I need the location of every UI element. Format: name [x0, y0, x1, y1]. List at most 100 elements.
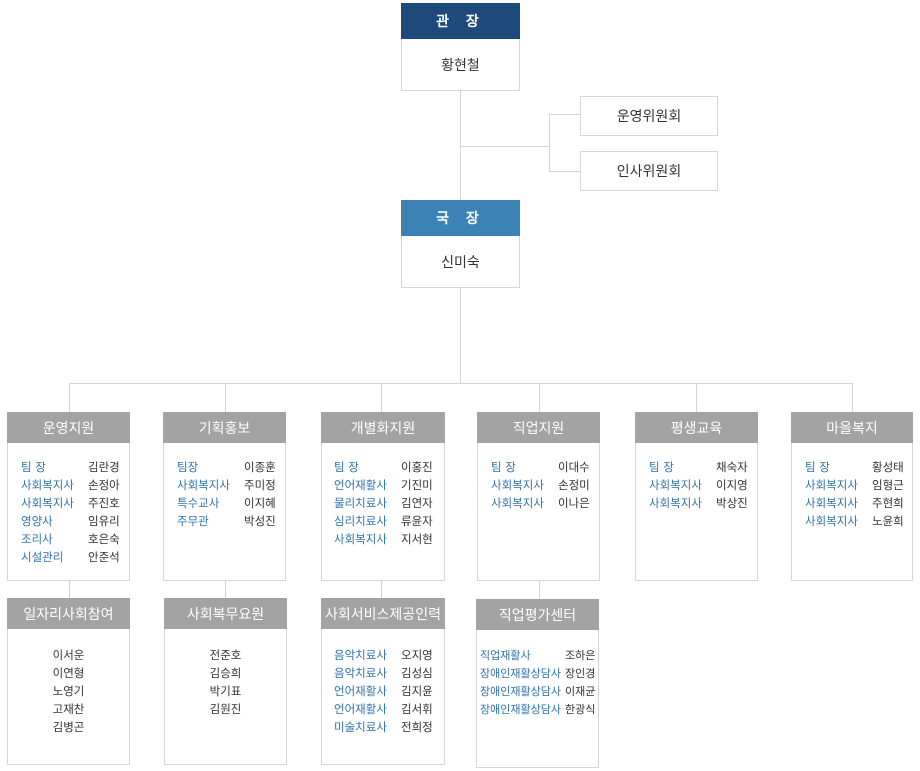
member-name: 노영기	[52, 684, 85, 698]
member-role: 직업재활사	[480, 649, 531, 662]
member-role: 사회복지사	[21, 496, 74, 510]
member-name: 이대수	[558, 460, 590, 474]
member-name: 노윤희	[872, 514, 904, 528]
member-role: 사회복지사	[805, 478, 858, 492]
member-name: 고재찬	[52, 702, 85, 716]
member-name: 김병곤	[52, 720, 85, 734]
member-name: 호은숙	[88, 532, 120, 546]
member-name: 김성심	[401, 666, 433, 680]
member-name: 이홍진	[401, 460, 433, 474]
connector-line	[381, 383, 382, 413]
member-name: 박기표	[209, 684, 242, 698]
connector-line	[539, 383, 540, 413]
member-role: 사회복지사	[649, 478, 702, 492]
member-name: 손정미	[558, 478, 590, 492]
member-role: 팀 장	[805, 460, 830, 474]
member-name: 한광식	[565, 703, 596, 716]
member-role: 미술치료사	[334, 720, 387, 734]
department-title: 평생교육	[635, 412, 758, 443]
member-name: 김란경	[88, 460, 120, 474]
member-name: 안준석	[88, 550, 120, 564]
member-name: 기진미	[401, 478, 433, 492]
connector-line	[539, 579, 540, 599]
member-name: 이서운	[52, 648, 85, 662]
member-name: 지서현	[401, 532, 433, 546]
connector-line	[549, 114, 580, 115]
member-name: 조하은	[565, 649, 596, 662]
member-role: 언어재활사	[334, 702, 387, 716]
member-name: 주미정	[244, 478, 276, 492]
member-row: 사회복지사 임형근	[805, 476, 910, 494]
member-row: 언어재활사 기진미	[334, 476, 442, 494]
member-name: 김연자	[401, 496, 433, 510]
connector-line	[69, 383, 70, 413]
member-name: 박상진	[716, 496, 748, 510]
member-name: 임형근	[872, 478, 904, 492]
department-title: 운영지원	[7, 412, 130, 443]
member-row: 조리사 호은숙	[21, 530, 127, 548]
member-name: 이나은	[558, 496, 590, 510]
member-role: 음악치료사	[334, 648, 387, 662]
member-role: 언어재활사	[334, 684, 387, 698]
sub-unit-title: 사회서비스제공인력	[321, 598, 445, 629]
sub-unit-title: 일자리사회참여	[7, 598, 130, 629]
connector-line	[225, 383, 226, 413]
member-role: 사회복지사	[21, 478, 74, 492]
member-row: 직업재활사 조하은	[480, 647, 598, 665]
sub-unit-title: 사회복무요원	[164, 598, 287, 629]
committee-personnel: 인사위원회	[580, 151, 718, 191]
member-name: 김승희	[209, 666, 242, 680]
member-name: 이재균	[565, 685, 596, 698]
member-name: 이연형	[52, 666, 85, 680]
member-role: 장애인재활상담사	[480, 685, 561, 698]
member-role: 주무관	[177, 514, 209, 528]
member-name: 주현희	[872, 496, 904, 510]
member-row: 팀 장 황성태	[805, 458, 910, 476]
member-role: 심리치료사	[334, 514, 387, 528]
member-name: 김지윤	[401, 684, 433, 698]
sub-unit-title: 직업평가센터	[476, 599, 599, 630]
member-role: 사회복지사	[805, 496, 858, 510]
bureau-chief-name: 신미숙	[401, 236, 520, 288]
member-role: 언어재활사	[334, 478, 387, 492]
department-title: 기획홍보	[163, 412, 286, 443]
member-role: 특수교사	[177, 496, 220, 510]
member-role: 사회복지사	[805, 514, 858, 528]
member-role: 조리사	[21, 532, 53, 546]
connector-line	[69, 579, 70, 599]
member-role: 영양사	[21, 514, 53, 528]
director-name: 황현철	[401, 39, 520, 91]
member-row: 사회복지사 이지영	[649, 476, 755, 494]
member-role: 팀 장	[649, 460, 674, 474]
member-role: 사회복지사	[177, 478, 230, 492]
member-name: 이지영	[716, 478, 748, 492]
member-name: 손정아	[88, 478, 120, 492]
member-row: 장애인재활상담사 이재균	[480, 683, 598, 701]
member-role: 장애인재활상담사	[480, 667, 561, 680]
member-name: 황성태	[872, 460, 904, 474]
